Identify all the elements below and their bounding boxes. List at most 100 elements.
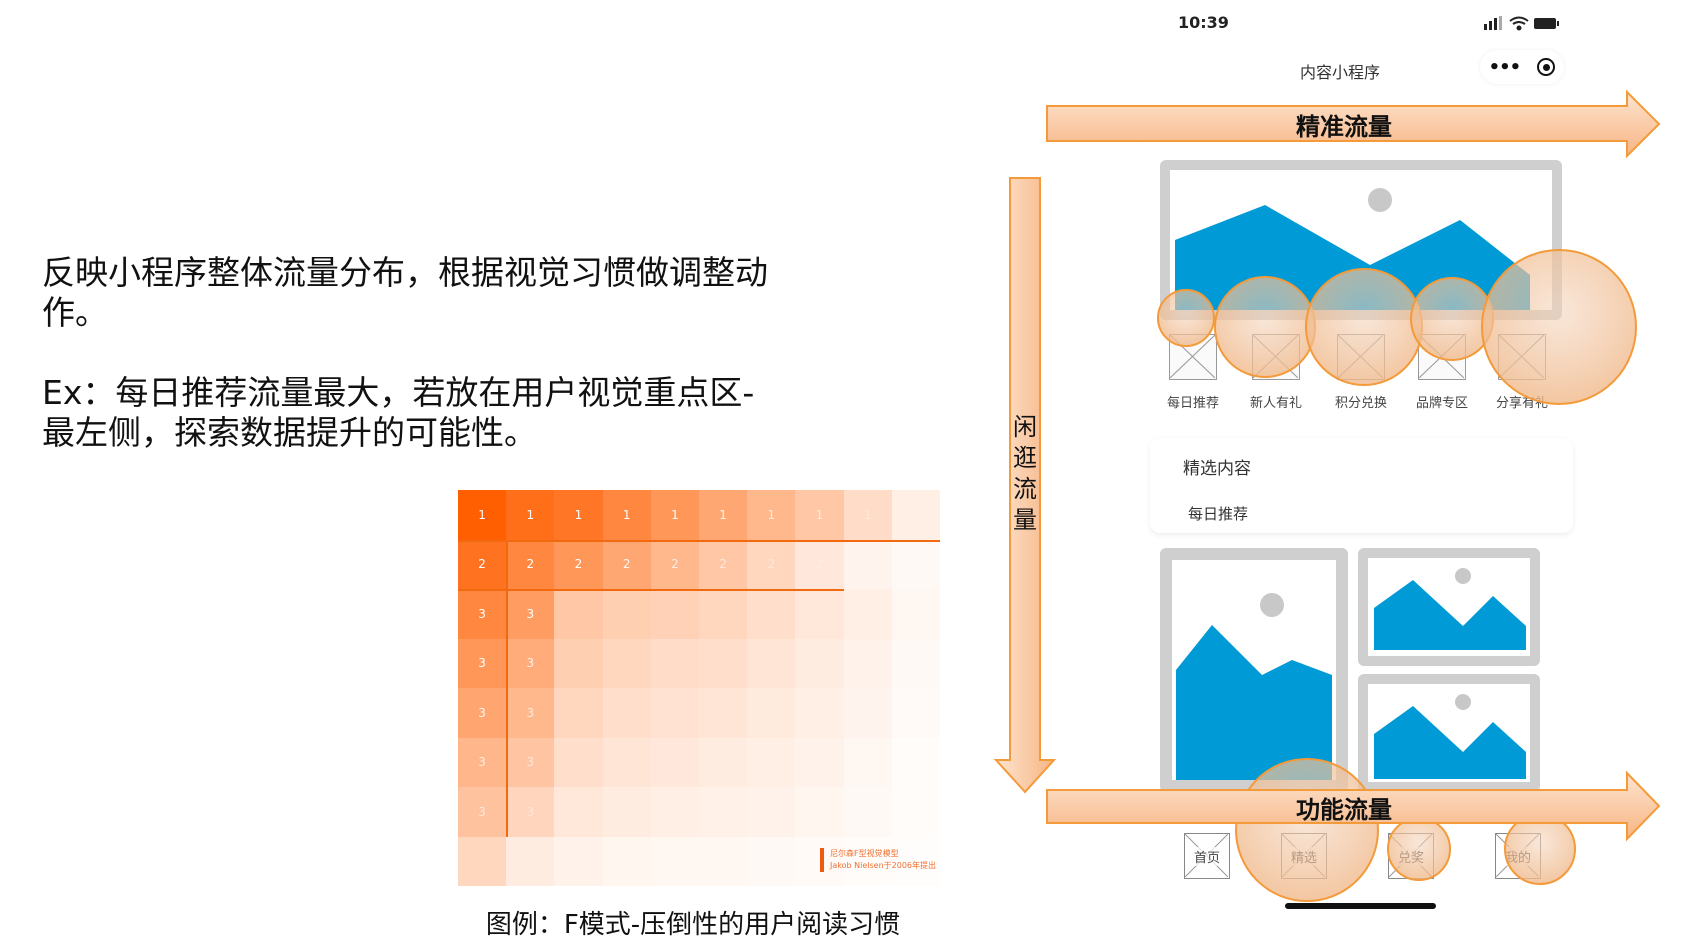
more-dots-icon[interactable]: •••: [1488, 56, 1522, 78]
heatmap-cell: [747, 688, 796, 738]
home-indicator: [1285, 903, 1436, 909]
miniprogram-title: 内容小程序: [1300, 63, 1381, 82]
heatmap-cell: [650, 737, 699, 787]
description-paragraph: 反映小程序整体流量分布，根据视觉习惯做调整动 作。: [42, 253, 802, 333]
tab-1[interactable]: 首页: [1184, 833, 1230, 879]
banner-image[interactable]: [1160, 160, 1562, 320]
heatmap-cell: 3: [506, 638, 555, 688]
description-line: 反映小程序整体流量分布，根据视觉习惯做调整动: [42, 253, 768, 292]
heatmap-cell: 3: [458, 589, 507, 639]
heatmap-cell: 2: [506, 539, 555, 589]
label-char: 量: [1013, 506, 1037, 534]
heatmap-cell: 1: [699, 490, 748, 540]
function-traffic-label: 功能流量: [1296, 796, 1392, 824]
placeholder-x-icon: [1337, 334, 1384, 379]
heatmap-cell: [747, 787, 796, 837]
heatmap-divider: [506, 539, 509, 837]
heatmap-cell: [506, 836, 555, 886]
tab-label: 精选: [1290, 846, 1317, 866]
example-line: Ex：每日推荐流量最大，若放在用户视觉重点区-: [42, 373, 755, 412]
heatmap-cell: [699, 836, 748, 886]
content-image-small-bottom[interactable]: [1358, 674, 1540, 792]
content-image-large[interactable]: [1160, 548, 1348, 792]
entry-label[interactable]: 新人有礼: [1249, 396, 1302, 411]
heatmap-cell: [843, 638, 892, 688]
entry-label[interactable]: 每日推荐: [1166, 396, 1219, 411]
heatmap-cell: 3: [458, 638, 507, 688]
heatmap-cell: [554, 787, 603, 837]
placeholder-x-icon: [1252, 334, 1299, 379]
heatmap-cell: [843, 787, 892, 837]
signal-icon: [1484, 16, 1502, 30]
browse-traffic-label: 闲 逛 流 量: [1010, 412, 1040, 536]
tab-4[interactable]: 我的: [1495, 833, 1541, 879]
heatmap-cell: [650, 638, 699, 688]
heatmap-cell: [891, 589, 940, 639]
heatmap-cell: [892, 688, 940, 738]
example-line: 最左侧，探索数据提升的可能性。: [42, 413, 537, 452]
heatmap-cell: [554, 836, 603, 886]
label-char: 逛: [1013, 444, 1037, 472]
entry-label[interactable]: 品牌专区: [1415, 396, 1468, 411]
heatmap-cell: 2: [747, 539, 796, 589]
heatmap-cell: 1: [747, 490, 796, 540]
entry-icon-5[interactable]: [1498, 334, 1546, 380]
heatmap-cell: [843, 688, 892, 738]
entry-icon-1[interactable]: [1169, 334, 1217, 380]
heatmap-cell: [554, 589, 603, 639]
note-line: 尼尔森F型视觉模型: [830, 849, 899, 858]
image-placeholder-icon: [1374, 568, 1526, 650]
featured-section-card: 精选内容 每日推荐: [1150, 438, 1573, 533]
heatmap-cell: 1: [554, 490, 603, 540]
tab-3[interactable]: 兑奖: [1388, 833, 1434, 879]
description-line: 作。: [42, 293, 108, 332]
heatmap-cell: [554, 638, 603, 688]
entry-label[interactable]: 分享有礼: [1495, 396, 1548, 411]
entry-icon-4[interactable]: [1418, 334, 1466, 380]
heatmap-cell: 1: [602, 490, 651, 540]
heatmap-cell: [795, 737, 844, 787]
capsule-menu: •••: [1480, 50, 1564, 84]
heatmap-cell: [843, 589, 892, 639]
entry-icon-3[interactable]: [1337, 334, 1385, 380]
tab-2[interactable]: 精选: [1281, 833, 1327, 879]
heatmap-cell: 3: [458, 737, 507, 787]
heatmap-cell: 3: [506, 787, 555, 837]
figure-caption: 图例：F模式-压倒性的用户阅读习惯: [485, 910, 901, 940]
target-circle-icon[interactable]: [1537, 58, 1556, 76]
heatmap-cell: [843, 737, 892, 787]
heatmap-cell: 1: [795, 490, 844, 540]
heatmap-cell: [458, 836, 507, 886]
entry-icon-2[interactable]: [1252, 334, 1300, 380]
entry-label[interactable]: 积分兑换: [1334, 396, 1387, 411]
tab-label: 我的: [1504, 846, 1531, 866]
wifi-icon: [1509, 16, 1529, 31]
heatmap-cell: [795, 638, 844, 688]
heatmap-cell: [699, 688, 748, 738]
heatmap-cell: 2: [554, 539, 603, 589]
heatmap-cell: [892, 738, 940, 788]
precise-traffic-label: 精准流量: [1296, 113, 1392, 141]
heatmap-cell: [892, 787, 940, 837]
heatmap-cell: [891, 490, 940, 540]
section-subtitle[interactable]: 每日推荐: [1188, 505, 1249, 523]
heatmap-cell: [650, 787, 699, 837]
heatmap-cell: [699, 589, 748, 639]
placeholder-x-icon: [1498, 334, 1545, 379]
heatmap-cell: [795, 688, 844, 738]
label-char: 闲: [1013, 413, 1037, 441]
heatmap-cell: [747, 836, 796, 886]
section-title: 精选内容: [1183, 459, 1251, 479]
heatmap-cell: [699, 737, 748, 787]
heatmap-cell: [843, 539, 892, 589]
heatmap-divider: [458, 539, 940, 542]
content-image-small-top[interactable]: [1358, 548, 1540, 666]
heatmap-cell: 3: [506, 688, 555, 738]
heatmap-cell: [795, 787, 844, 837]
heatmap-cell: 3: [506, 737, 555, 787]
example-paragraph: Ex：每日推荐流量最大，若放在用户视觉重点区- 最左侧，探索数据提升的可能性。: [42, 373, 802, 453]
tab-label: 兑奖: [1397, 846, 1424, 866]
heatmap-cell: [554, 737, 603, 787]
heatmap-cell: [554, 688, 603, 738]
heatmap-cell: [602, 638, 651, 688]
